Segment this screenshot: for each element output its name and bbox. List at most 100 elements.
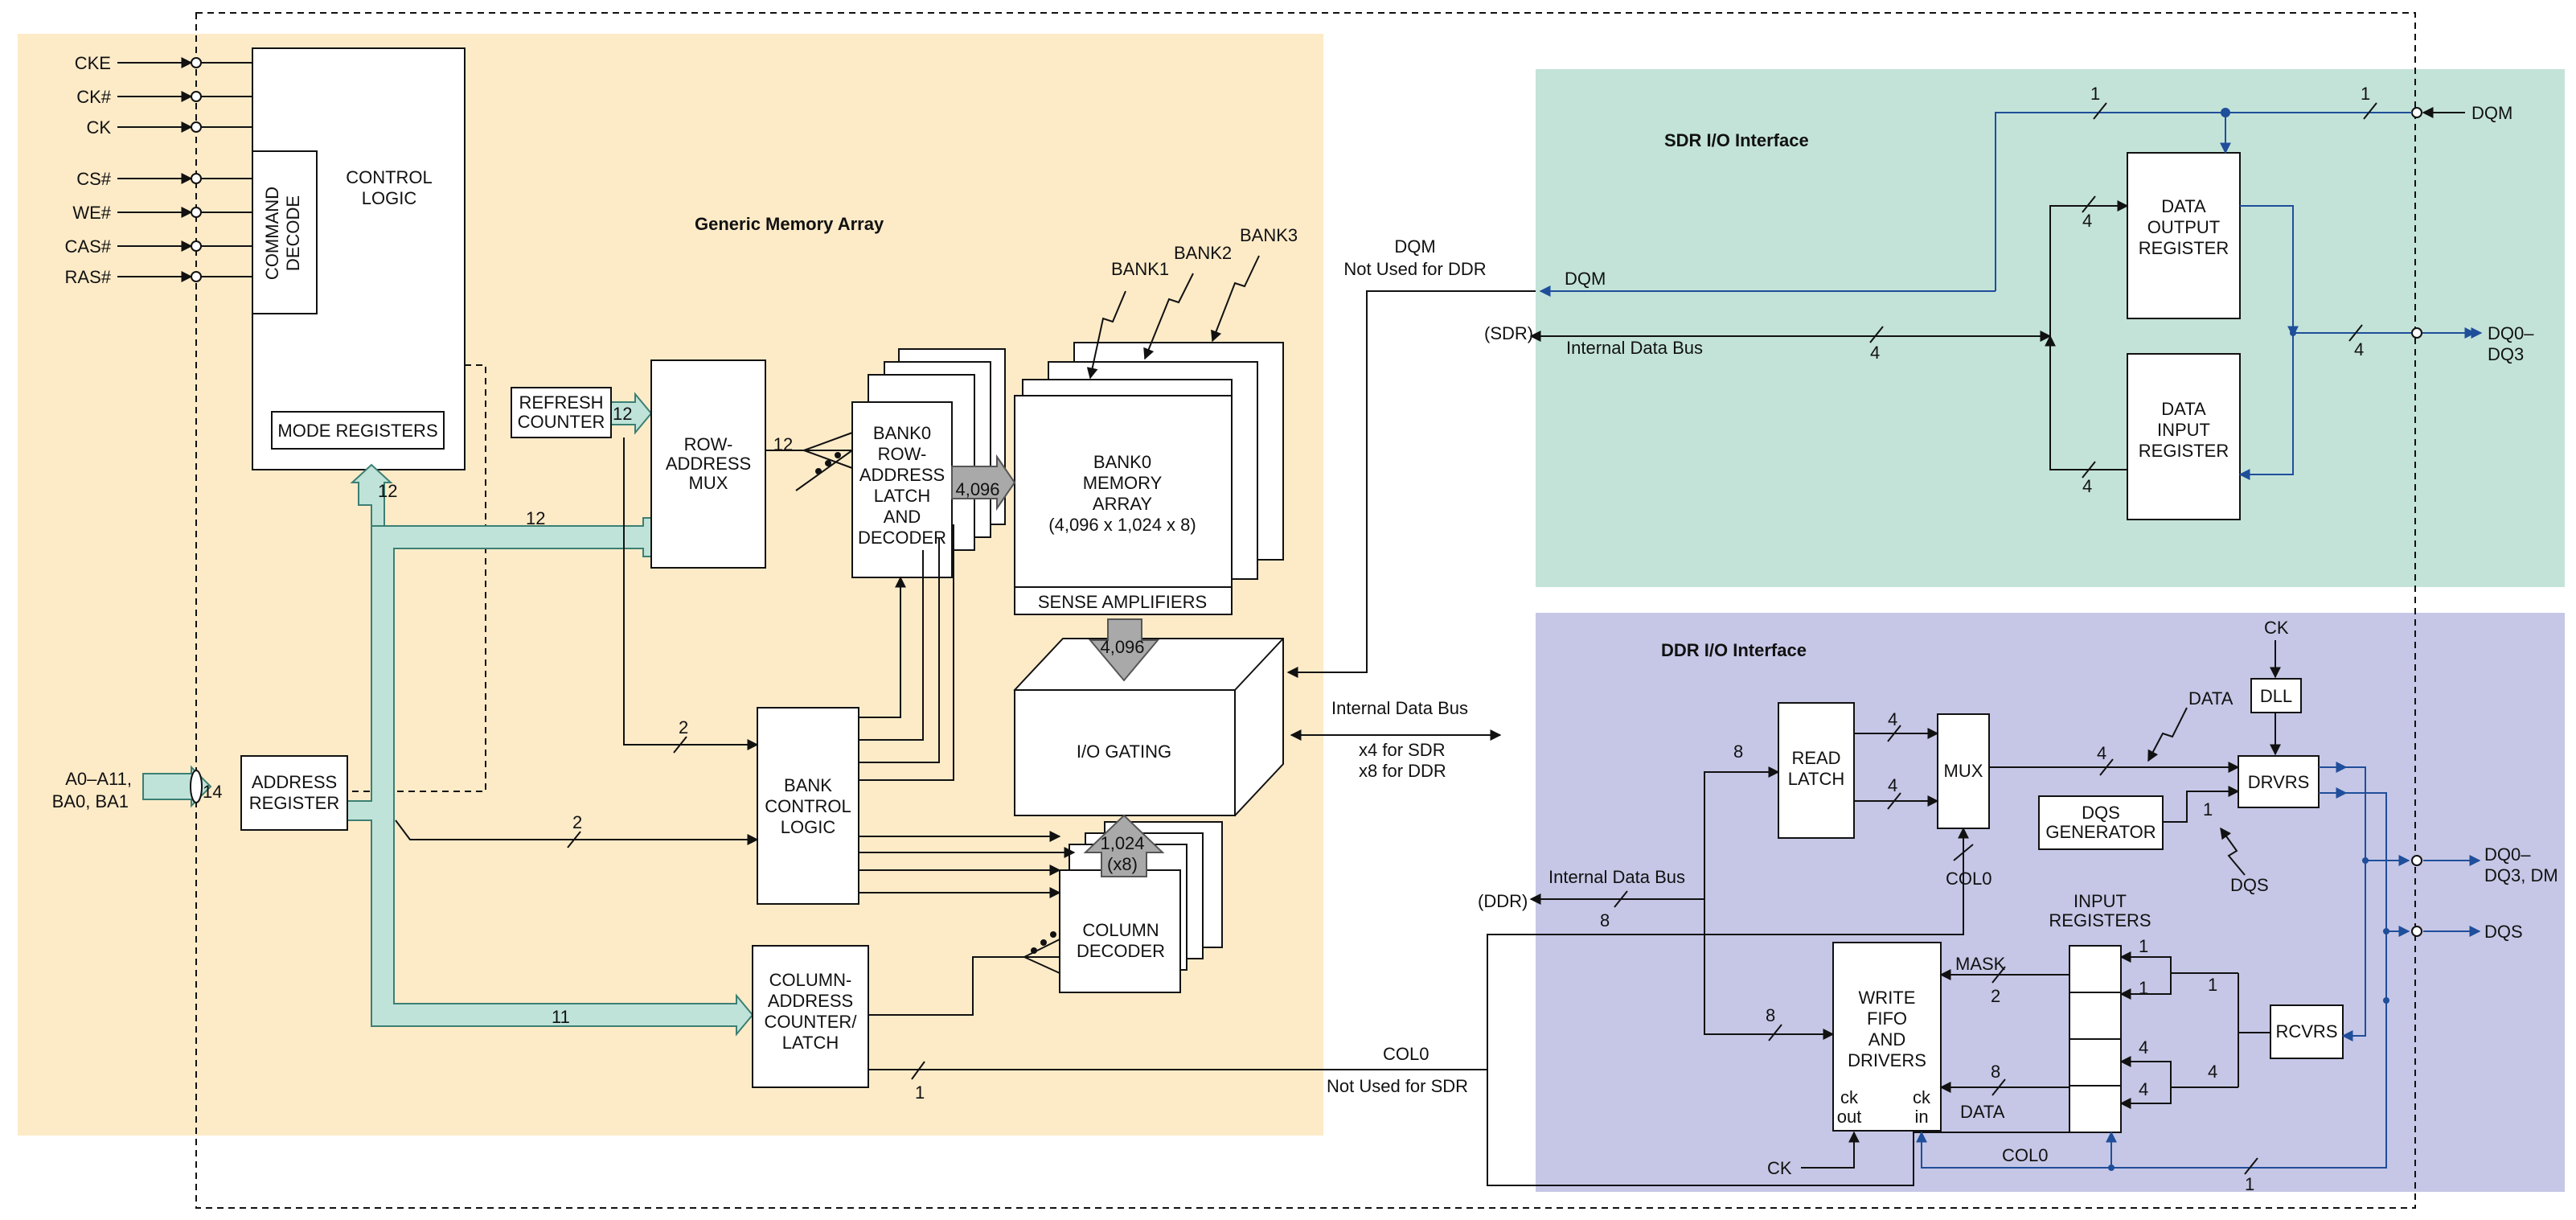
- drvrs-block: [2238, 755, 2320, 808]
- pin-ras-n: RAS#: [65, 267, 112, 287]
- wfifo-width-8: 8: [1991, 1062, 2000, 1082]
- dll-label: DLL: [2260, 686, 2292, 706]
- pin-cas-n: CAS#: [65, 236, 112, 257]
- ck-in-label-1: ck: [1913, 1087, 1931, 1107]
- ddr-width-4c: 4: [2097, 743, 2106, 763]
- bank0-memory-array: [1014, 395, 1233, 615]
- dqm-width-1a: 1: [2090, 84, 2100, 104]
- dir-label-1: DATA: [2161, 399, 2206, 419]
- pin-ck-n: CK#: [76, 87, 112, 107]
- data-output-register-block: [2127, 152, 2241, 319]
- read-latch-block: [1778, 702, 1855, 839]
- bank1-label: BANK1: [1111, 259, 1169, 279]
- pin-dq-ddr-1: DQ0–: [2484, 844, 2531, 865]
- latch-label-3: ADDRESS: [859, 465, 945, 485]
- dqm-note-2: Not Used for DDR: [1343, 259, 1486, 279]
- dir-label-2: INPUT: [2157, 420, 2210, 440]
- address-register-block: [240, 755, 348, 831]
- col0-bottom-label: COL0: [2002, 1145, 2048, 1165]
- width-12-latch: 12: [773, 434, 793, 454]
- width-12-control: 12: [378, 481, 397, 501]
- dqm-width-1b: 1: [2361, 84, 2370, 104]
- in-width-4c: 4: [2208, 1062, 2217, 1082]
- dir-label-3: REGISTER: [2139, 441, 2229, 461]
- address-register-label-1: ADDRESS: [252, 772, 337, 792]
- pin-dq-ddr-2: DQ3, DM: [2484, 865, 2558, 885]
- wfifo-label-1: WRITE: [1859, 988, 1916, 1008]
- col-counter-label-3: COUNTER/: [765, 1012, 858, 1032]
- pin-we-n: WE#: [72, 203, 111, 223]
- array-label-1: BANK0: [1093, 452, 1151, 472]
- array-label-3: ARRAY: [1093, 494, 1152, 514]
- sdr-tag: (SDR): [1484, 323, 1533, 343]
- dqs-gen-label-2: GENERATOR: [2045, 822, 2156, 842]
- mode-registers-block: [271, 411, 445, 450]
- drvrs-label: DRVRS: [2248, 772, 2310, 792]
- col0-ddr-label: COL0: [1946, 869, 1991, 889]
- not-used-sdr-label: Not Used for SDR: [1327, 1076, 1468, 1096]
- ddr-width-1b: 1: [2245, 1174, 2254, 1194]
- row-bus-4096: [951, 454, 1016, 511]
- bank2-label: BANK2: [1174, 243, 1232, 263]
- data-label: DATA: [2188, 688, 2233, 709]
- width-x8: (x8): [1107, 854, 1138, 874]
- bank3-label: BANK3: [1240, 225, 1298, 245]
- chip-boundary: [195, 12, 2416, 1209]
- ddr-width-8c: 8: [1766, 1005, 1775, 1025]
- sdr-width-4-dq: 4: [2354, 339, 2364, 359]
- input-registers-label-1: INPUT: [2074, 891, 2127, 911]
- dor-label-3: REGISTER: [2139, 238, 2229, 258]
- latch-label-5: AND: [884, 507, 921, 527]
- pin-cs-n: CS#: [76, 169, 112, 189]
- address-register-label-2: REGISTER: [249, 793, 339, 813]
- input-registers-label-2: REGISTERS: [2049, 910, 2151, 930]
- in-width-1c: 1: [2208, 975, 2217, 995]
- width-12-refresh: 12: [613, 404, 632, 424]
- wfifo-label-2: FIFO: [1867, 1008, 1907, 1029]
- ck-out-label-2: out: [1837, 1107, 1862, 1127]
- refresh-counter-label-2: COUNTER: [518, 412, 605, 432]
- sdr-internal-bus-label: Internal Data Bus: [1566, 338, 1703, 358]
- data-input-register-block: [2127, 353, 2241, 520]
- width-4096-io: 4,096: [1100, 637, 1144, 657]
- ddr-tag: (DDR): [1478, 891, 1528, 911]
- pin-dq-sdr-2: DQ3: [2488, 344, 2524, 364]
- read-latch-label-2: LATCH: [1788, 769, 1845, 789]
- sense-amplifiers-label: SENSE AMPLIFIERS: [1038, 592, 1207, 612]
- pin-ck: CK: [86, 117, 111, 138]
- sdr-region-title: SDR I/O Interface: [1664, 130, 1809, 150]
- ck-bottom-label: CK: [1767, 1158, 1792, 1178]
- control-logic-label-2: LOGIC: [362, 188, 417, 208]
- in-width-4b: 4: [2139, 1079, 2148, 1099]
- mask-label: MASK: [1955, 954, 2006, 974]
- row-mux-label-2: ADDRESS: [666, 454, 751, 474]
- write-fifo-block: [1832, 942, 1942, 1132]
- row-mux-label-1: ROW-: [684, 434, 733, 454]
- command-decode-block: [252, 150, 318, 314]
- refresh-counter-block: [511, 387, 612, 438]
- control-pins: CKE CK# CK CS# WE# CAS# RAS#: [65, 53, 252, 287]
- width-2-address: 2: [572, 812, 582, 832]
- address-pin-connector: [190, 770, 203, 803]
- command-decode-label-1: COMMAND: [262, 187, 282, 280]
- array-label-2: MEMORY: [1083, 473, 1163, 493]
- width-12-rowmux: 12: [526, 508, 545, 528]
- sdr-width-4-out: 4: [2082, 211, 2092, 231]
- internal-data-bus-label: Internal Data Bus: [1331, 698, 1468, 718]
- ck-in-label-2: in: [1914, 1107, 1928, 1127]
- dqs-gen-label-1: DQS: [2082, 803, 2120, 823]
- pin-address-2: BA0, BA1: [52, 791, 129, 811]
- ddr-width-4b: 4: [1888, 775, 1897, 795]
- x4-sdr-label: x4 for SDR: [1359, 740, 1446, 760]
- wfifo-label-3: AND: [1868, 1029, 1905, 1050]
- width-2-refresh: 2: [679, 717, 688, 737]
- rcvrs-label: RCVRS: [2275, 1021, 2337, 1041]
- wfifo-width-2: 2: [1991, 986, 2000, 1006]
- in-width-1a: 1: [2139, 936, 2148, 956]
- refresh-counter-label-1: REFRESH: [519, 392, 603, 413]
- bank-control-logic-block: [757, 707, 859, 905]
- column-decoder-label-1: COLUMN: [1082, 920, 1159, 940]
- pin-dq-sdr-1: DQ0–: [2488, 323, 2534, 343]
- col0-label: COL0: [1383, 1044, 1429, 1064]
- memory-region-title: Generic Memory Array: [695, 214, 884, 234]
